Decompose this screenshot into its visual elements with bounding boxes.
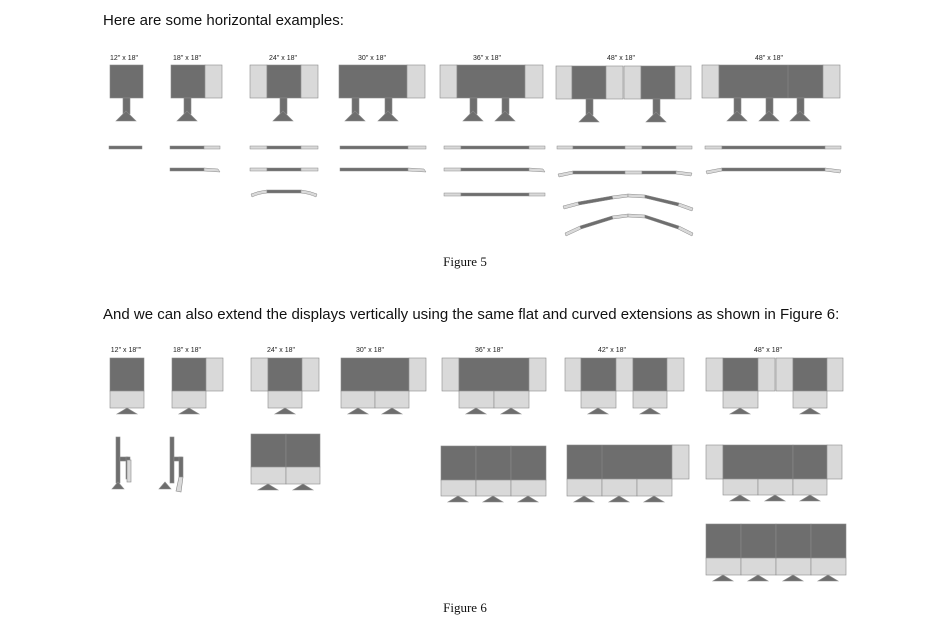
size-label: 18" x 18"	[173, 55, 201, 62]
display-12x18	[109, 64, 144, 122]
heading-vertical-examples: And we can also extend the displays vert…	[103, 306, 840, 323]
display-30x18	[338, 64, 426, 122]
size-label: 36" x 18"	[475, 347, 503, 354]
top-view-configurations	[108, 145, 842, 237]
size-label: 30" x 18"	[358, 55, 386, 62]
size-label: 30" x 18"	[356, 347, 384, 354]
figure-5-diagram: 12" x 18" 18" x 18" 24" x 18" 30" x 18" …	[108, 55, 842, 237]
figure-6-diagram: 12" x 18"" 18" x 18" 24" x 18" 30" x 18"…	[109, 347, 847, 582]
display-48x18-a	[555, 65, 692, 123]
display-36x18	[439, 64, 544, 122]
size-label: 48" x 18"	[754, 347, 782, 354]
size-label: 42" x 18"	[598, 347, 626, 354]
display-24x18	[249, 64, 319, 122]
figure-5-caption: Figure 5	[443, 254, 487, 269]
figure-6-caption: Figure 6	[443, 600, 487, 615]
size-label: 18" x 18"	[173, 347, 201, 354]
vertical-displays-row-3	[705, 523, 847, 582]
size-label: 12" x 18"	[110, 55, 138, 62]
size-label: 24" x 18"	[269, 55, 297, 62]
size-label: 36" x 18"	[473, 55, 501, 62]
size-label: 48" x 18"	[755, 55, 783, 62]
vertical-displays-row-1	[109, 357, 844, 415]
size-label: 48" x 18"	[607, 55, 635, 62]
size-label: 12" x 18""	[111, 347, 142, 354]
display-48x18-b	[701, 64, 841, 122]
heading-horizontal-examples: Here are some horizontal examples:	[103, 12, 344, 29]
vertical-displays-row-2	[111, 433, 843, 503]
size-label: 24" x 18"	[267, 347, 295, 354]
display-18x18	[170, 64, 223, 122]
